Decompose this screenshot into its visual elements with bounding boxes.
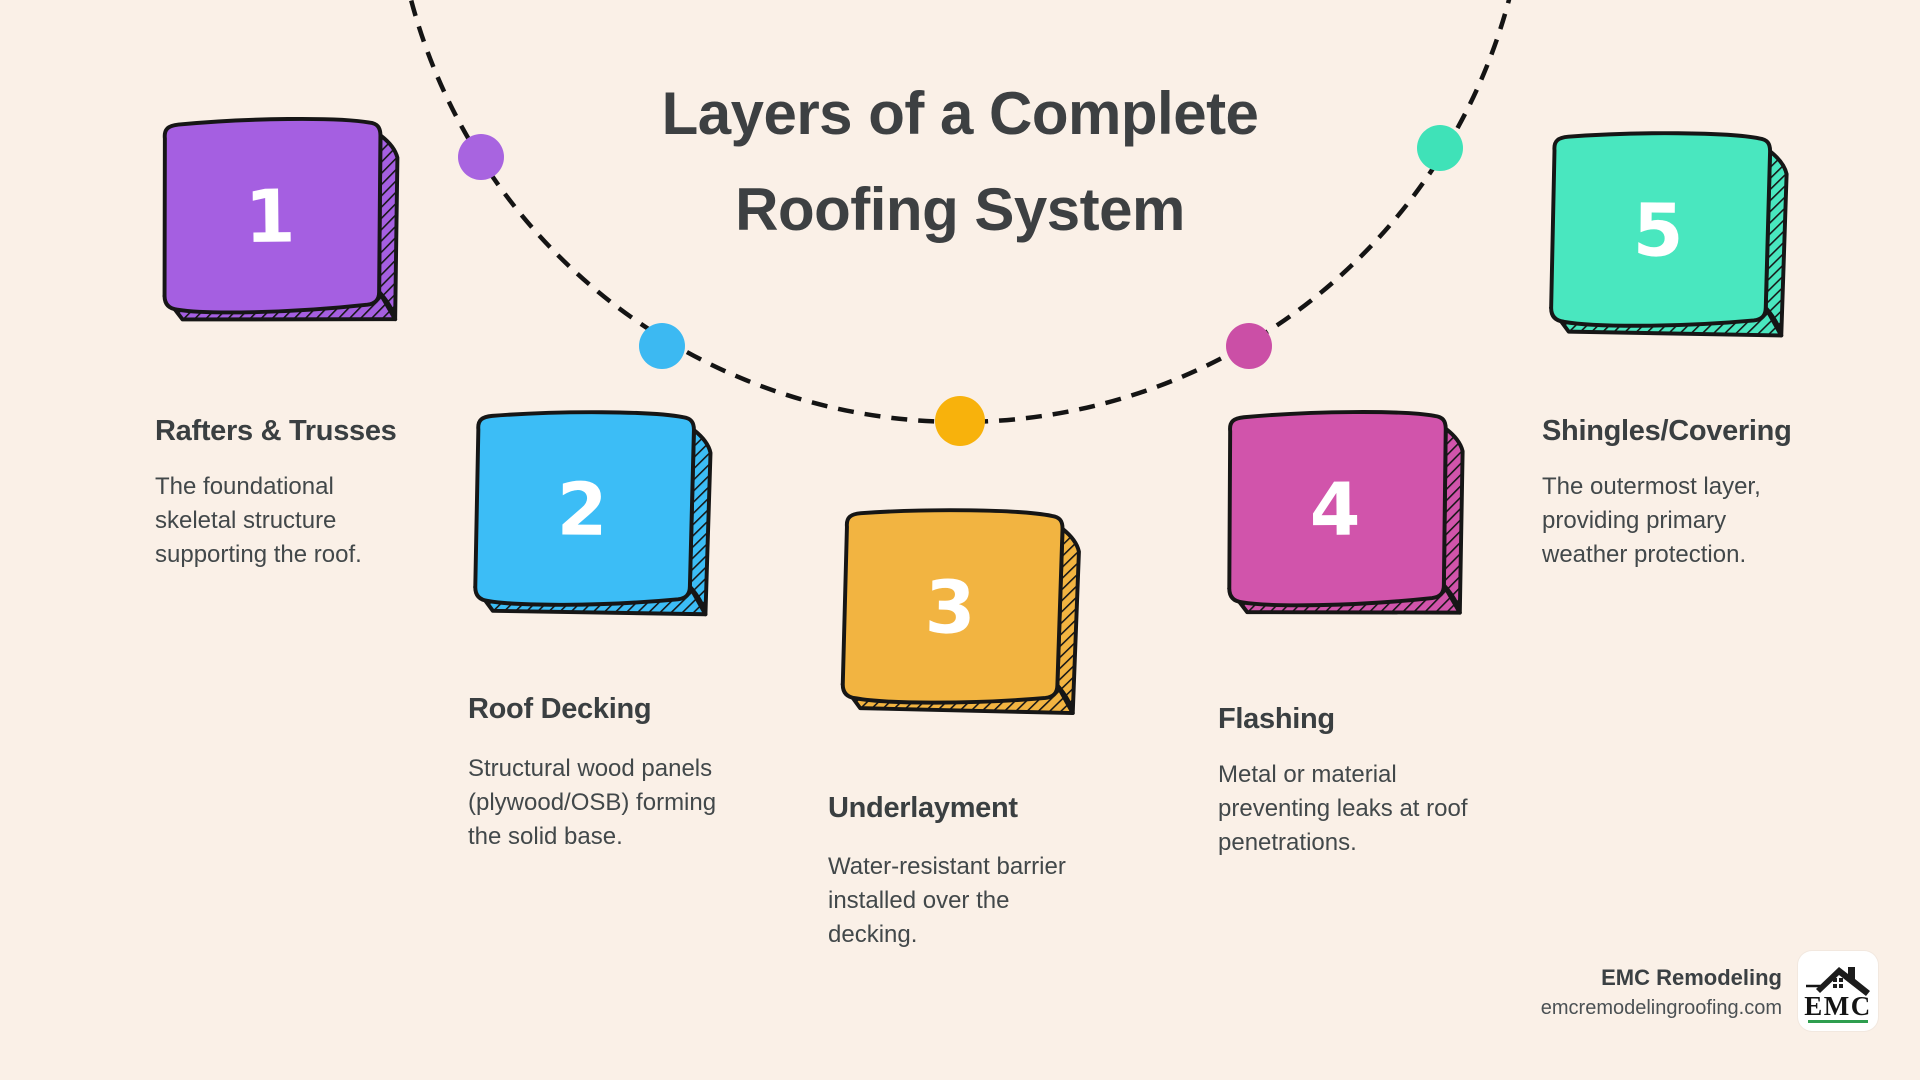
layer-number-2: 2	[556, 467, 607, 552]
emc-logo: EMC	[1798, 951, 1878, 1031]
page-title-line2: Roofing System	[735, 176, 1185, 243]
layer-card-2: 2	[461, 404, 715, 626]
layer-2-description: Structural wood panels (plywood/OSB) for…	[468, 755, 717, 850]
emc-logo-text: EMC	[1804, 991, 1872, 1021]
page-title: Layers of a Complete Roofing System	[460, 66, 1460, 258]
emc-logo-icon: EMC	[1804, 967, 1872, 1023]
company-name: EMC Remodeling	[1601, 965, 1782, 990]
window-pane	[1833, 978, 1837, 982]
layer-card-3: 3	[828, 501, 1083, 724]
website-url: emcremodelingroofing.com	[1540, 997, 1782, 1019]
window-pane	[1833, 984, 1837, 988]
roof-icon	[1816, 967, 1870, 996]
layer-4-heading: Flashing	[1218, 703, 1335, 735]
timeline-dot-4	[1226, 323, 1272, 369]
layer-card-1: 1	[149, 111, 403, 334]
layer-4-description: Metal or material preventing leaks at ro…	[1218, 761, 1468, 856]
layer-card-5: 5	[1537, 125, 1791, 347]
layer-1-description: The foundational skeletal structure supp…	[155, 473, 362, 568]
layer-3-description: Water-resistant barrier installed over t…	[828, 853, 1066, 948]
layer-number-3: 3	[924, 565, 976, 651]
page-title-line1: Layers of a Complete	[661, 80, 1259, 147]
timeline-dot-5	[1417, 125, 1463, 171]
layer-number-1: 1	[244, 174, 296, 260]
layer-5-heading: Shingles/Covering	[1542, 415, 1792, 447]
layer-5-description: The outermost layer, providing primary w…	[1542, 473, 1761, 568]
logo-green-line	[1808, 1020, 1868, 1023]
layer-card-4: 4	[1214, 404, 1468, 626]
timeline-dot-2	[639, 323, 685, 369]
footer: EMC Remodeling emcremodelingroofing.com	[1362, 963, 1782, 1023]
layer-square-2: 2	[473, 410, 713, 617]
timeline-dot-3	[935, 396, 985, 446]
layer-number-4: 4	[1309, 468, 1360, 553]
layer-2-heading: Roof Decking	[468, 693, 652, 725]
layer-square-1: 1	[162, 116, 400, 322]
layer-square-4: 4	[1227, 410, 1465, 615]
layer-1-heading: Rafters & Trusses	[155, 415, 397, 447]
window-pane	[1839, 978, 1843, 982]
layer-square-5: 5	[1549, 131, 1789, 338]
layer-3-heading: Underlayment	[828, 792, 1018, 824]
layer-number-5: 5	[1632, 188, 1683, 273]
timeline-dot-1	[458, 134, 504, 180]
window-pane	[1839, 984, 1843, 988]
layer-square-3: 3	[840, 508, 1081, 716]
